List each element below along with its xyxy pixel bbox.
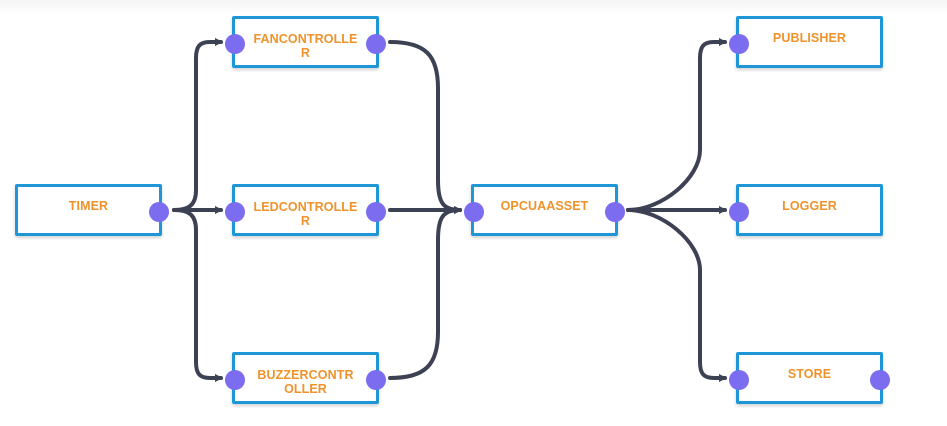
node-buzzercontroller[interactable]: BUZZERCONTROLLER [225, 352, 386, 404]
output-port[interactable] [870, 370, 890, 390]
node-timer[interactable]: TIMER [15, 184, 169, 236]
input-port[interactable] [729, 34, 749, 54]
node-label: FANCONTROLLER [253, 32, 358, 60]
edge-timer-fancontroller[interactable] [172, 38, 223, 212]
edge-fancontroller-opcuaasset[interactable] [388, 40, 462, 214]
input-port[interactable] [464, 202, 484, 222]
node-fancontroller[interactable]: FANCONTROLLER [225, 16, 386, 68]
node-label: PUBLISHER [772, 31, 847, 45]
node-label: BUZZERCONTROLLER [257, 368, 354, 396]
input-port[interactable] [225, 202, 245, 222]
output-port[interactable] [366, 34, 386, 54]
edge-opcuaasset-store[interactable] [626, 208, 727, 382]
node-logger[interactable]: LOGGER [729, 184, 883, 236]
edge-buzzercontroller-opcuaasset[interactable] [388, 206, 462, 380]
input-port[interactable] [225, 370, 245, 390]
edge-opcuaasset-publisher[interactable] [626, 38, 727, 212]
output-port[interactable] [366, 370, 386, 390]
node-label: OPCUAASSET [500, 199, 589, 213]
input-port[interactable] [729, 370, 749, 390]
node-label: STORE [787, 367, 832, 381]
node-publisher[interactable]: PUBLISHER [729, 16, 883, 68]
edge-timer-buzzercontroller[interactable] [172, 208, 223, 382]
node-ledcontroller[interactable]: LEDCONTROLLER [225, 184, 386, 236]
node-label: TIMER [68, 199, 109, 213]
input-port[interactable] [729, 202, 749, 222]
output-port[interactable] [605, 202, 625, 222]
output-port[interactable] [149, 202, 169, 222]
node-label: LOGGER [782, 199, 837, 213]
node-store[interactable]: STORE [729, 352, 890, 404]
output-port[interactable] [366, 202, 386, 222]
node-opcuaasset[interactable]: OPCUAASSET [464, 184, 625, 236]
node-label: LEDCONTROLLER [253, 200, 358, 228]
input-port[interactable] [225, 34, 245, 54]
